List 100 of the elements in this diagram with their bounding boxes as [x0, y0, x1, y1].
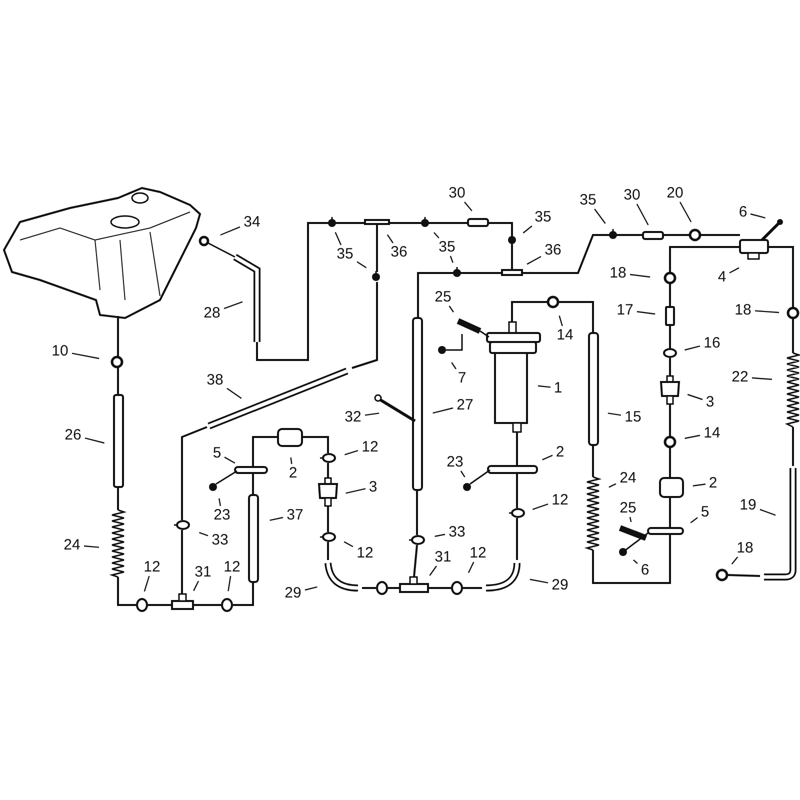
callout-number: 30	[624, 188, 640, 202]
callout-number: 12	[144, 560, 160, 574]
callout-number: 3	[368, 480, 378, 494]
callout-number: 18	[734, 302, 752, 318]
leader-line	[218, 498, 221, 506]
callout-number: 12	[552, 492, 568, 508]
leader-line	[594, 208, 606, 224]
leader-line	[72, 352, 100, 360]
callout-number: 12	[224, 560, 240, 574]
callout-number: 29	[552, 578, 568, 592]
callout-number: 5	[700, 504, 710, 520]
leader-line	[224, 301, 243, 310]
leader-line	[364, 412, 380, 416]
leader-line	[684, 434, 700, 439]
callout-number: 3	[706, 394, 714, 410]
leader-line	[522, 226, 532, 234]
callout-number: 34	[244, 214, 260, 230]
leader-line	[220, 226, 240, 236]
callout-number: 35	[438, 240, 456, 254]
callout-number: 4	[718, 270, 726, 284]
leader-line	[464, 202, 472, 212]
leader-line	[750, 213, 766, 218]
leader-line	[608, 412, 622, 416]
leader-line	[344, 450, 358, 456]
callout-number: 27	[456, 398, 474, 412]
leader-line	[542, 454, 553, 460]
leader-line	[144, 576, 150, 592]
leader-line	[633, 559, 638, 564]
leader-line	[356, 261, 367, 268]
leader-line	[193, 580, 200, 592]
leader-line	[731, 556, 738, 564]
callout-number: 18	[610, 266, 626, 280]
callout-number: 23	[214, 508, 230, 522]
leader-line	[754, 310, 780, 314]
callout-number: 36	[390, 244, 408, 260]
leader-line	[199, 532, 208, 536]
callout-number: 31	[434, 550, 452, 564]
leader-line	[692, 484, 706, 486]
leader-line	[608, 483, 616, 488]
callout-number: 30	[448, 186, 466, 200]
callout-number: 26	[64, 428, 82, 442]
callout-number: 32	[344, 410, 362, 424]
callout-number: 23	[446, 454, 464, 470]
leader-line	[290, 457, 292, 464]
leader-line	[752, 377, 772, 380]
callout-number: 2	[556, 444, 564, 460]
leader-line	[450, 256, 454, 263]
leader-line	[538, 385, 551, 388]
callout-number: 25	[434, 290, 452, 304]
callout-number: 24	[620, 470, 636, 486]
leader-line	[344, 541, 354, 548]
leader-line	[558, 316, 563, 326]
leader-line	[687, 394, 703, 400]
callout-number: 24	[64, 538, 80, 552]
leader-line	[630, 274, 650, 278]
leader-line	[636, 311, 656, 315]
leader-line	[432, 407, 454, 414]
leader-line	[346, 488, 366, 494]
leader-line	[760, 508, 776, 516]
leader-line	[84, 545, 100, 548]
callout-number: 15	[624, 410, 642, 424]
callout-number: 14	[556, 328, 574, 342]
leader-line	[629, 516, 632, 522]
callout-number: 37	[286, 508, 304, 522]
leader-line	[530, 578, 548, 584]
leader-line	[532, 504, 548, 510]
callout-number: 38	[206, 372, 224, 388]
leader-line	[636, 204, 649, 226]
leader-line	[434, 534, 446, 537]
leader-line	[679, 202, 692, 222]
callout-number: 6	[640, 562, 650, 578]
callout-number: 19	[740, 498, 756, 512]
leader-line	[334, 232, 342, 246]
callout-number: 35	[336, 246, 354, 262]
leader-line	[451, 362, 456, 370]
callout-number: 12	[356, 546, 374, 560]
callout-number: 1	[554, 380, 562, 396]
callout-number: 33	[212, 532, 228, 548]
callout-number: 14	[704, 426, 720, 440]
callout-number: 5	[212, 446, 222, 460]
leader-line	[226, 388, 242, 399]
leader-line	[434, 232, 440, 238]
callout-number: 35	[534, 210, 552, 224]
callout-number: 12	[362, 440, 378, 454]
callout-number: 18	[736, 540, 754, 556]
leader-line	[526, 256, 542, 265]
callout-number: 6	[738, 204, 748, 220]
callout-number: 20	[666, 186, 684, 200]
callout-number: 28	[204, 306, 220, 320]
leader-line	[386, 234, 394, 244]
callout-number: 2	[708, 476, 718, 490]
callout-number: 2	[288, 466, 298, 480]
leader-line	[270, 516, 284, 521]
callout-number: 16	[704, 336, 720, 350]
callout-number: 35	[580, 192, 596, 208]
callout-number: 31	[194, 564, 212, 580]
leader-line	[690, 517, 698, 524]
leader-line	[84, 438, 104, 444]
callout-number: 10	[52, 344, 68, 358]
leader-line	[304, 586, 318, 591]
